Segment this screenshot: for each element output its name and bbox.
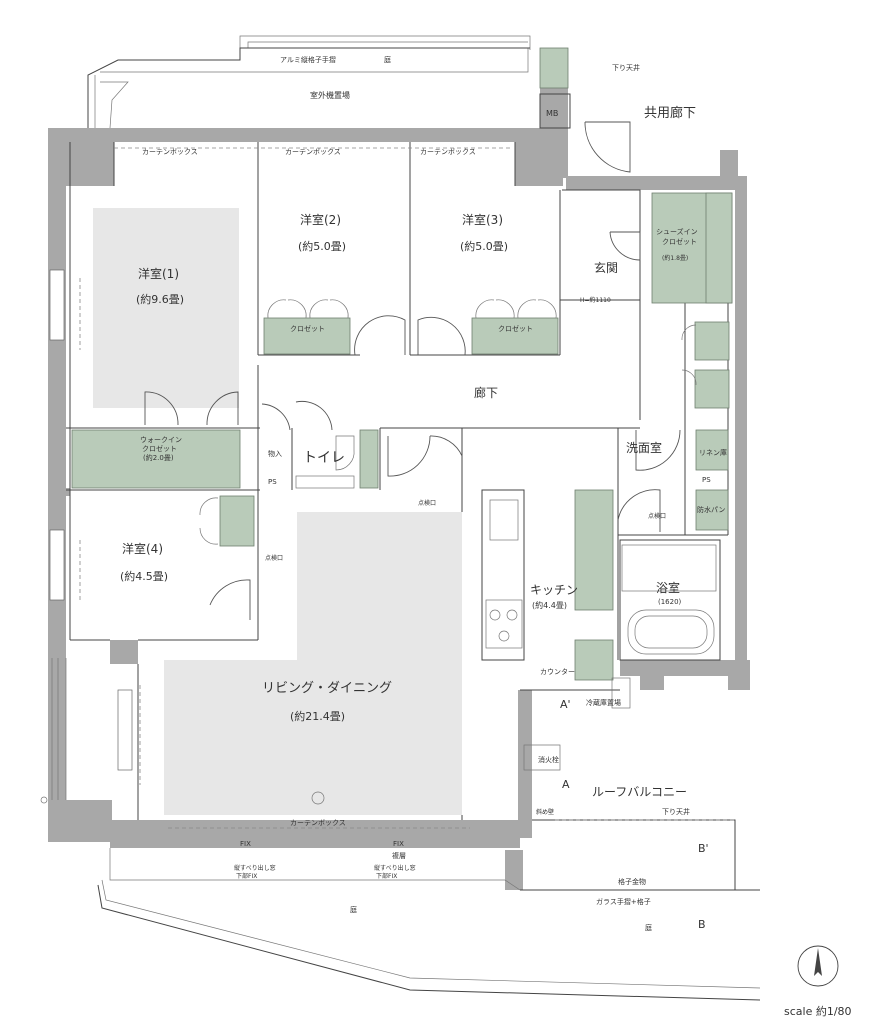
washroom-label: 洗面室: [626, 440, 662, 455]
top-garden-label: 庭: [384, 55, 391, 64]
scale-label: scale 約1/80: [784, 1004, 852, 1018]
curtain-box-1: カーテンボックス: [142, 148, 198, 156]
walls: [48, 48, 750, 890]
outdoor-unit-label: 室外機置場: [310, 90, 350, 100]
western1-name: 洋室(1): [138, 266, 179, 281]
ps-label-2: PS: [702, 476, 711, 484]
inspection-label-1: 点検口: [418, 499, 436, 507]
glass-rail-label: ガラス手摺+格子: [596, 897, 651, 906]
slide-window-left: 縦すべり出し窓: [234, 864, 276, 872]
closet-doors: [199, 299, 697, 545]
western2-name: 洋室(2): [300, 212, 341, 227]
slide-window-right: 縦すべり出し窓: [374, 864, 416, 872]
section-b-label: B: [698, 918, 706, 931]
bath-fixtures: [619, 539, 721, 661]
mb-label: MB: [546, 109, 558, 118]
entrance-label: 玄関: [594, 260, 618, 275]
compass: [797, 945, 839, 987]
balcony-garden-label: 庭: [645, 923, 652, 932]
doors: [144, 121, 681, 620]
double-window-label: 複層: [392, 851, 406, 860]
western4-name: 洋室(4): [122, 541, 163, 556]
fix-left-label: FIX: [240, 840, 251, 848]
curtain-boxes: [79, 147, 510, 829]
living-floor: [164, 512, 462, 815]
inspection-label-2: 点検口: [265, 554, 283, 562]
roof-balcony: [520, 744, 760, 891]
downlight-label-top: 下り天井: [612, 63, 640, 72]
western3-area: (約5.0畳): [460, 239, 508, 253]
curtain-box-2: カーテンボックス: [285, 148, 341, 156]
section-a-label: A: [562, 778, 570, 791]
western2-area: (約5.0畳): [298, 239, 346, 253]
top-balcony-rail: [94, 35, 531, 129]
toilet-label: トイレ: [303, 450, 345, 466]
interior-walls: [66, 142, 729, 820]
closet-label-2: クロゼット: [290, 324, 325, 333]
fix-center-label: FIX: [393, 840, 404, 848]
walkin-area: (約2.0畳): [143, 453, 174, 462]
toilet-fixtures: [295, 435, 355, 489]
living-name: リビング・ダイニング: [262, 681, 392, 696]
section-marker-a: [311, 791, 325, 805]
slope-label: 斜め壁: [536, 808, 554, 816]
slide-window-right-b: 下部FIX: [376, 872, 397, 880]
ps-label-1: PS: [268, 478, 277, 486]
shoes-closet-area: (約1.8畳): [662, 254, 688, 262]
mb-box: [539, 93, 571, 129]
downlight-label-balcony: 下り天井: [662, 807, 690, 816]
corridor-label: 廊下: [474, 385, 498, 400]
bath-size: (1620): [658, 598, 682, 606]
inspection-label-3: 点検口: [648, 512, 666, 520]
section-b2-label: B': [698, 842, 709, 855]
kitchen-name: キッチン: [530, 583, 578, 597]
western1-floor: [93, 208, 239, 408]
storage-label: 物入: [268, 449, 282, 458]
garden-edge: [97, 848, 761, 1001]
closets: [71, 192, 733, 681]
roof-balcony-label: ルーフバルコニー: [592, 785, 687, 799]
western1-area: (約9.6畳): [136, 292, 184, 306]
kitchen-area: (約4.4畳): [532, 600, 567, 610]
waterproof-pan-label: 防水パン: [697, 505, 725, 514]
western3-name: 洋室(3): [462, 212, 503, 227]
shoes-closet-line1: シューズイン: [656, 227, 698, 236]
left-unit-rails: [51, 658, 67, 800]
linen-label: リネン庫: [699, 448, 727, 457]
walkin-line2: クロゼット: [142, 444, 177, 453]
western4-area: (約4.5畳): [120, 569, 168, 583]
hand-rail-label: 格子金物: [618, 877, 646, 886]
section-a2-label: A': [560, 698, 571, 711]
garden-label: 庭: [350, 905, 357, 914]
curtain-box-3: カーテンボックス: [420, 148, 476, 156]
common-corridor-label: 共用廊下: [644, 105, 696, 121]
living-area: (約21.4畳): [290, 709, 345, 723]
aluminum-rail-label: アルミ縦格子手摺: [280, 55, 336, 64]
closet-label-3: クロゼット: [498, 324, 533, 333]
bath-name: 浴室: [656, 580, 680, 595]
fridge-label: 冷蔵庫置場: [586, 698, 621, 707]
counter-label: カウンター: [540, 667, 575, 676]
fire-hydrant-label: 消火栓: [538, 755, 559, 764]
curtain-box-4: カーテンボックス: [290, 819, 346, 827]
counter-height-label: H=約1110: [580, 296, 611, 304]
walkin-line1: ウォークイン: [140, 436, 182, 444]
shoes-closet-line2: クロゼット: [662, 237, 697, 246]
top-outer-rail: [87, 47, 530, 128]
fire-equipment-box: [539, 47, 569, 89]
kitchen-fixtures: [481, 489, 631, 709]
slide-window-left-b: 下部FIX: [236, 872, 257, 880]
